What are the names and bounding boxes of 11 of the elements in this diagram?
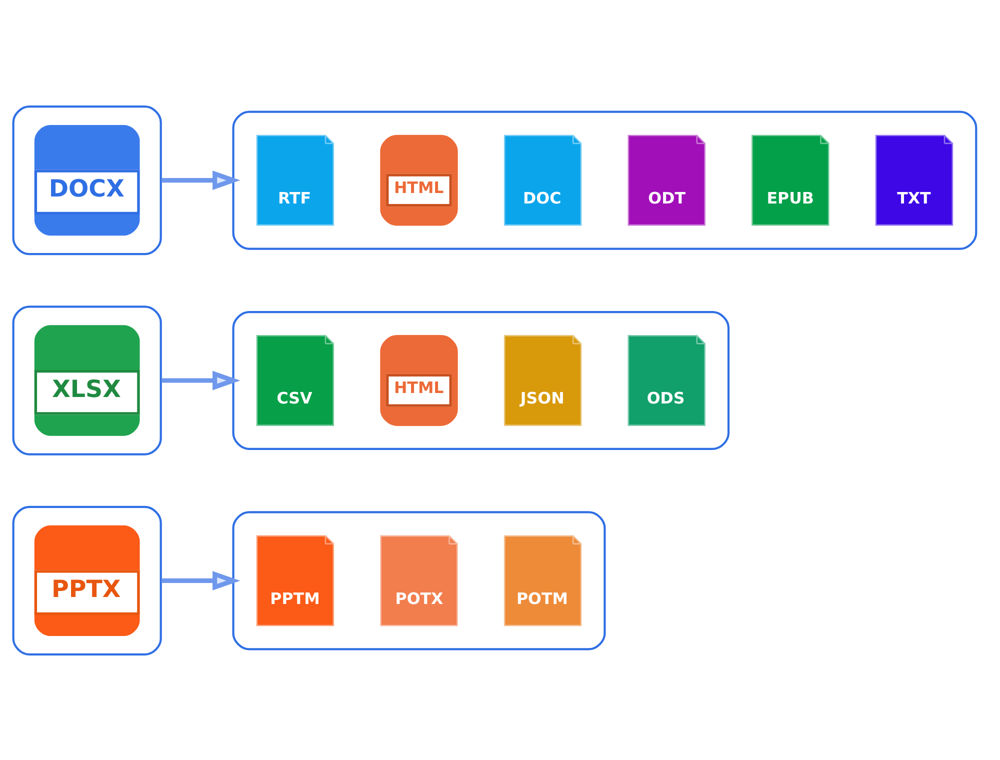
node-box: HTML [380,334,458,426]
arrow [161,170,240,190]
node-box: DOCX [12,104,162,255]
arrow [161,570,240,590]
cluster [232,310,730,450]
node-box: PPTX [12,505,162,656]
node-box: HTML [380,134,458,226]
node-box: XLSX [12,305,162,455]
cluster [232,110,978,250]
cluster [232,510,606,650]
arrow [161,370,240,390]
